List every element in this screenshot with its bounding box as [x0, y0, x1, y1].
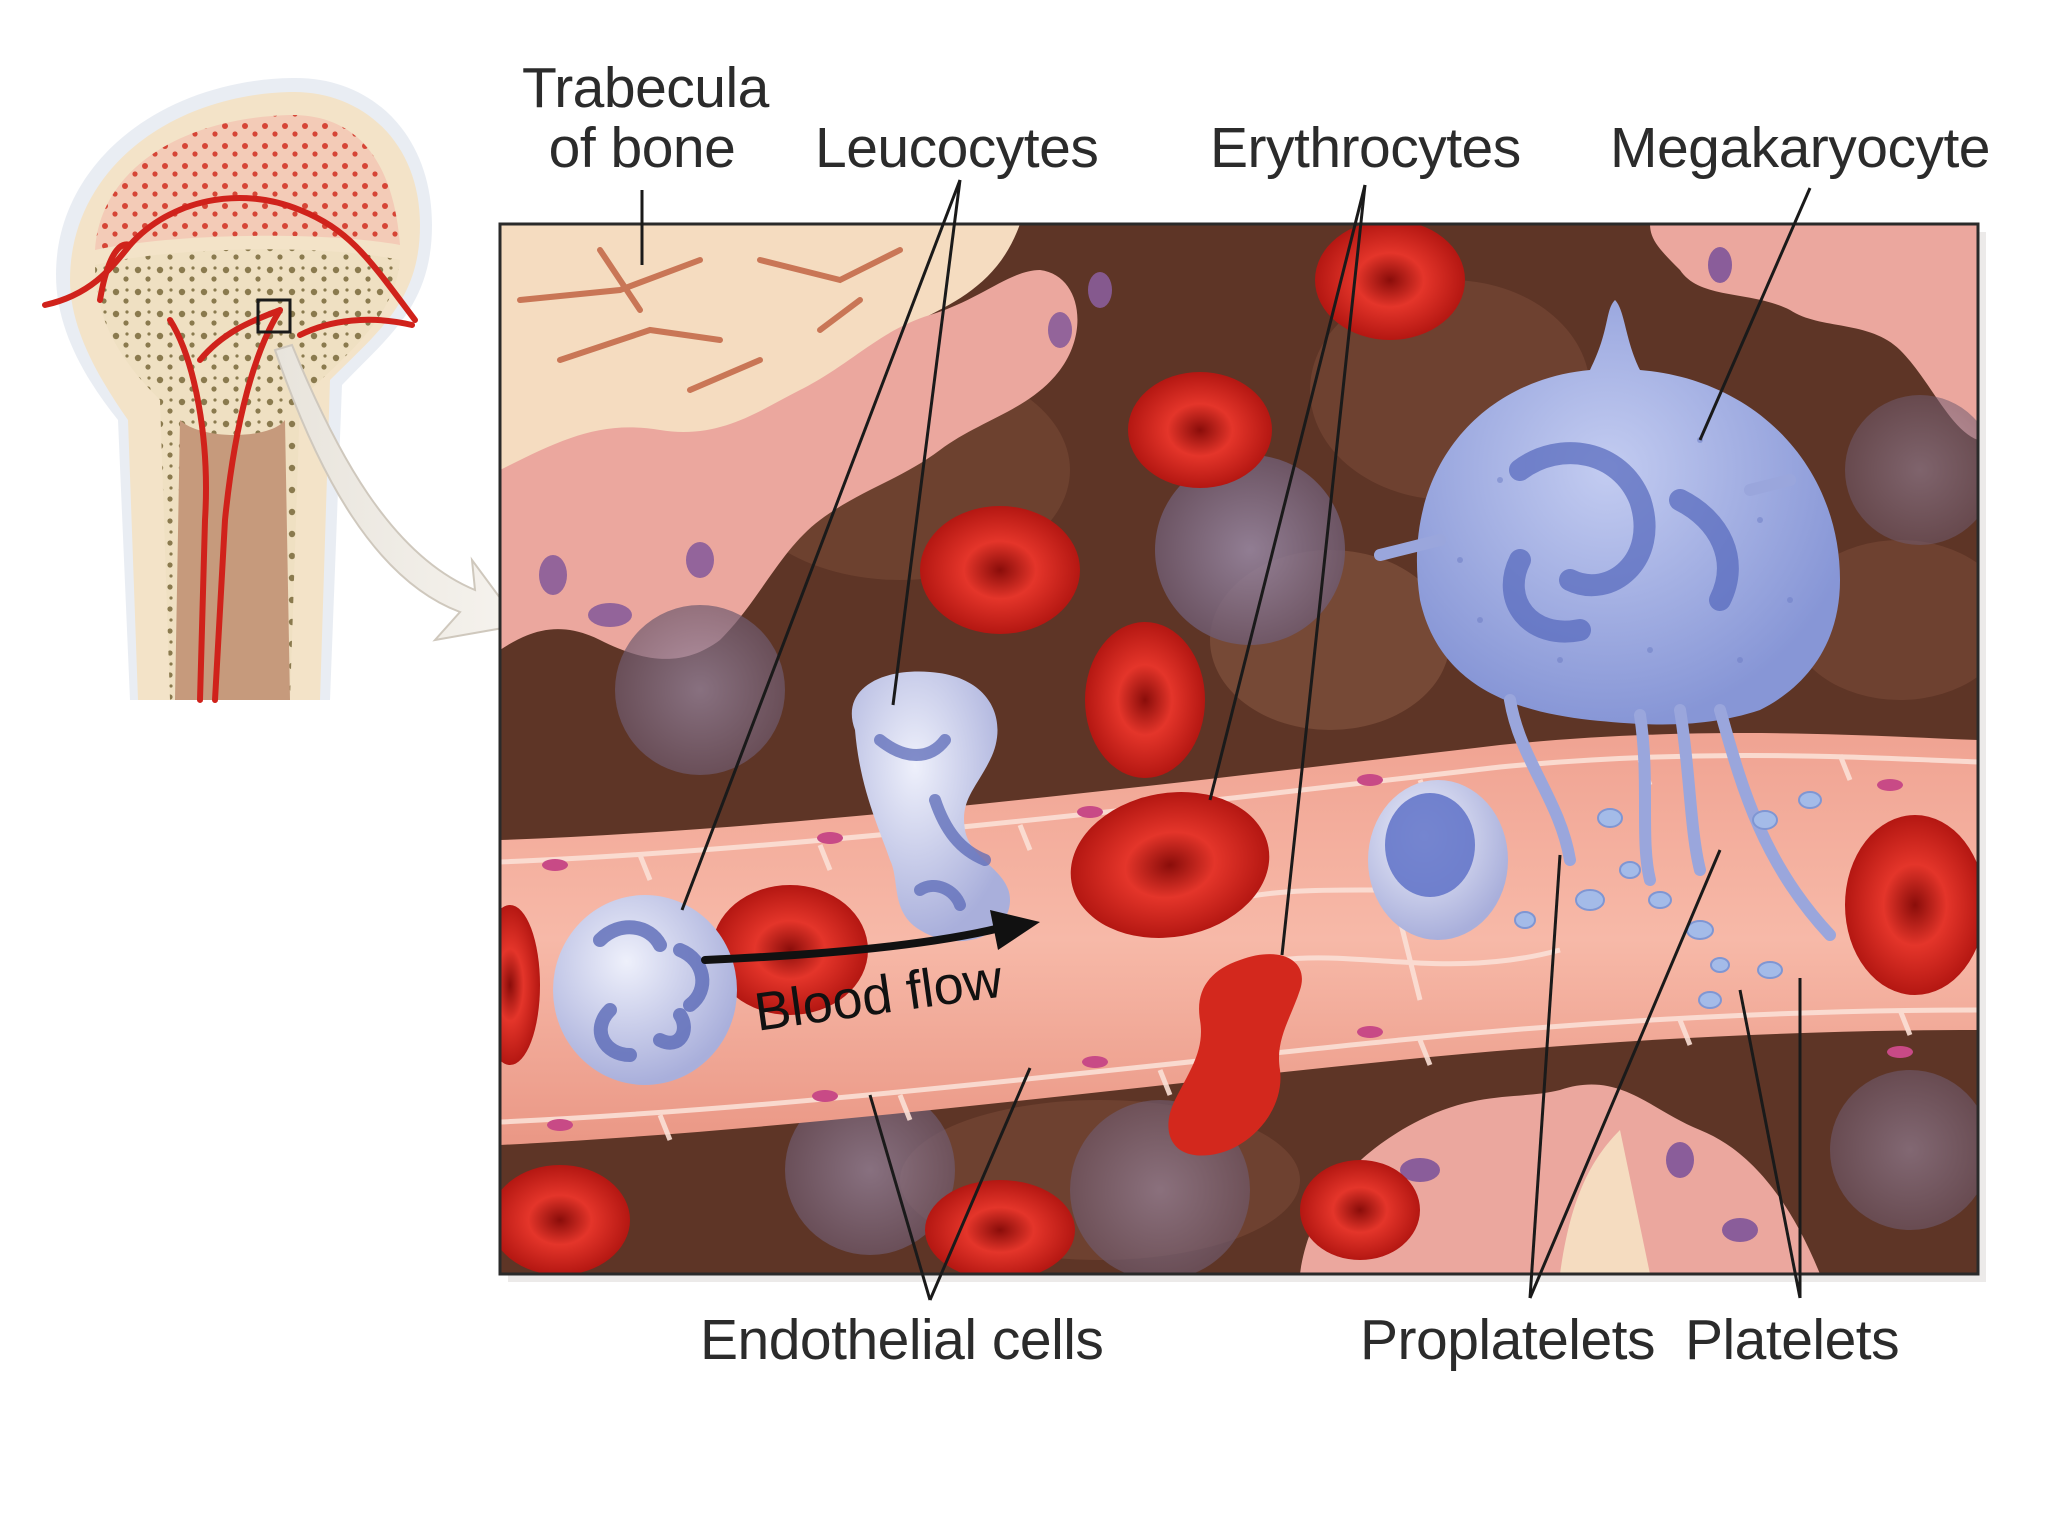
endothelial-nuclei — [542, 774, 1913, 1131]
zoom-indicator-box — [256, 298, 292, 334]
label-trabecula-line1: Trabecula — [522, 56, 769, 120]
trabecula-top-right — [1650, 224, 1978, 440]
bone-schematic — [42, 77, 522, 703]
deformed-erythrocyte — [1168, 954, 1302, 1156]
trabecula-bottom — [1300, 1084, 1820, 1274]
label-platelets: Platelets — [1685, 1308, 1900, 1372]
vessel-erythrocytes — [500, 791, 1978, 1156]
magnification-arrow — [273, 343, 522, 642]
label-erythrocytes: Erythrocytes — [1210, 116, 1521, 180]
panel-border — [498, 222, 1980, 1276]
label-leucocytes: Leucocytes — [815, 116, 1099, 180]
label-trabecula-line2: of bone — [548, 116, 736, 180]
megakaryocyte — [1374, 300, 1840, 941]
blood-flow-arrow — [701, 910, 1040, 964]
leucocytes — [553, 671, 1508, 1085]
blood-vessel — [500, 733, 1978, 1145]
label-megakaryocyte: Megakaryocyte — [1610, 116, 1991, 180]
marrow-panel — [498, 222, 1986, 1282]
osteoblast-layer — [500, 270, 1078, 659]
label-proplatelets: Proplatelets — [1360, 1308, 1656, 1372]
label-endothelial-cells: Endothelial cells — [700, 1308, 1104, 1372]
leader-lines — [640, 179, 1812, 1301]
background-erythrocytes — [500, 224, 1465, 1274]
bone-blood-vessels — [42, 194, 418, 703]
platelets — [1514, 791, 1822, 1009]
